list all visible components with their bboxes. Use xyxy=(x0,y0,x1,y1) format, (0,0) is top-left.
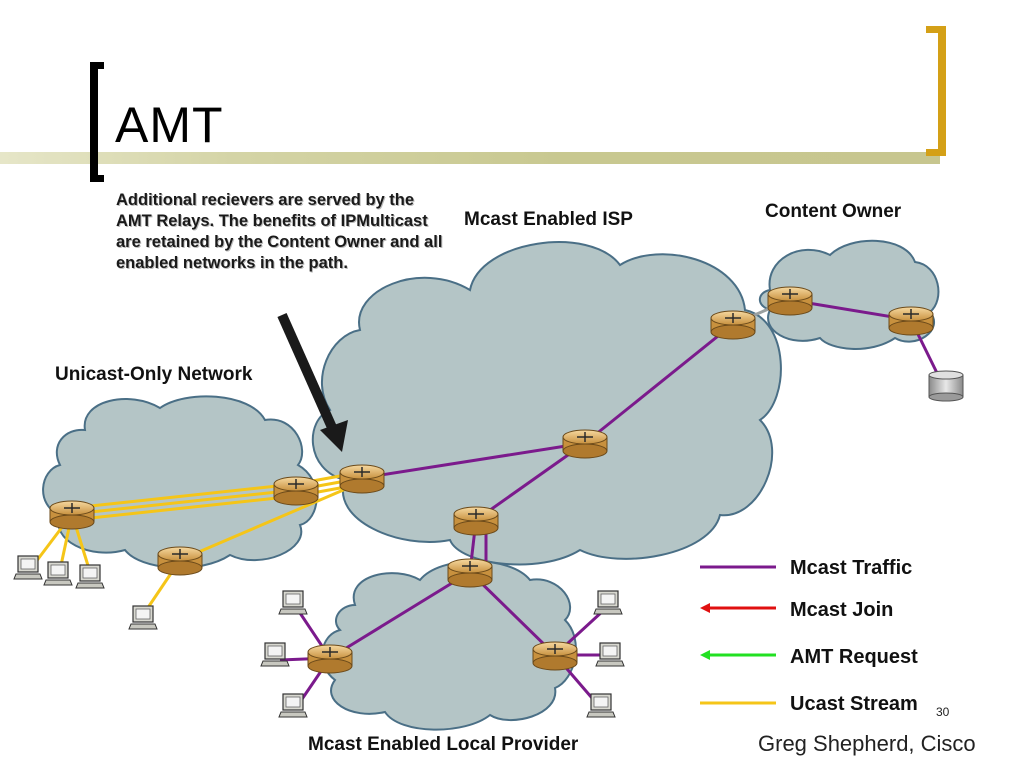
router-icon xyxy=(532,641,578,671)
mcast-link xyxy=(584,322,734,445)
callout-arrow xyxy=(277,312,348,452)
receiver-computer-icon xyxy=(593,590,623,615)
receiver-computer-icon xyxy=(128,605,158,630)
legend-label-ucast-stream: Ucast Stream xyxy=(790,693,918,715)
content-owner-label: Content Owner xyxy=(765,201,902,222)
local-provider-label: Mcast Enabled Local Provider xyxy=(308,734,579,755)
receiver-computer-icon xyxy=(260,642,290,667)
title-underline-bar xyxy=(0,152,940,164)
legend-label-mcast-join: Mcast Join xyxy=(790,599,894,621)
receiver-computer-icon xyxy=(278,693,308,718)
isp-label: Mcast Enabled ISP xyxy=(464,209,633,230)
router-icon xyxy=(157,546,203,576)
ucast-stream xyxy=(179,480,363,562)
router-icon xyxy=(453,506,499,536)
router-icon xyxy=(273,476,319,506)
receiver-computer-icon xyxy=(43,561,73,586)
receiver-computer-icon xyxy=(75,564,105,589)
author-credit: Greg Shepherd, Cisco xyxy=(758,731,976,756)
receiver-computer-icon xyxy=(586,693,616,718)
legend-swatches xyxy=(700,565,776,705)
ucast-stream xyxy=(71,488,297,516)
mcast-link xyxy=(329,570,471,660)
ucast-stream xyxy=(71,482,297,510)
receiver-computer-icon xyxy=(595,642,625,667)
ucast-stream xyxy=(71,494,297,522)
mcast-link xyxy=(475,441,586,522)
mcast-link xyxy=(361,441,586,480)
router-icon xyxy=(307,644,353,674)
router-icon xyxy=(888,306,934,336)
content-server-icon xyxy=(928,370,964,402)
right-bracket-decoration xyxy=(926,26,946,156)
amt-relay-router-icon xyxy=(339,464,385,494)
receiver-computer-icon xyxy=(278,590,308,615)
router-icon xyxy=(710,310,756,340)
router-icon xyxy=(562,429,608,459)
mcast-links xyxy=(279,298,940,706)
legend-label-mcast-traffic: Mcast Traffic xyxy=(790,557,913,579)
router-icon xyxy=(447,558,493,588)
callout-text: Additional recievers are served by the A… xyxy=(116,191,443,272)
isp-cloud xyxy=(311,241,782,566)
unicast-only-label: Unicast-Only Network xyxy=(55,364,253,385)
ucast-links xyxy=(30,470,363,613)
left-bracket-decoration xyxy=(90,62,104,182)
router-icon xyxy=(767,286,813,316)
router-icon xyxy=(49,500,95,530)
page-number: 30 xyxy=(936,705,950,719)
receiver-computer-icon xyxy=(13,555,43,580)
legend-arrowhead-amt-request xyxy=(700,650,710,660)
legend-label-amt-request: AMT Request xyxy=(790,646,918,668)
unicast-only-cloud xyxy=(42,395,318,569)
slide-title: AMT xyxy=(115,97,224,153)
legend-arrowhead-mcast-join xyxy=(700,603,710,613)
